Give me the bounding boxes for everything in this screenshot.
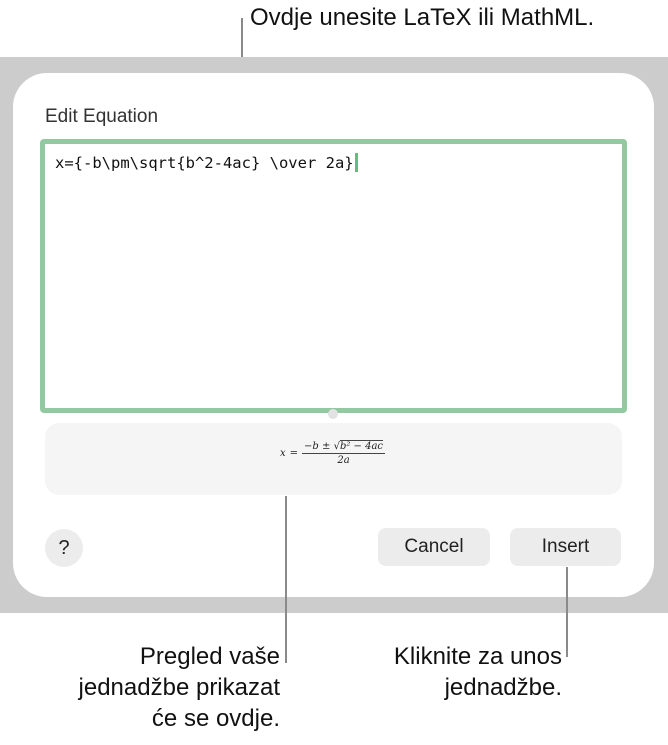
equation-preview: x = −b ± √b² − 4ac 2a — [45, 423, 622, 495]
text-caret — [354, 153, 358, 172]
formula-lhs: x — [280, 448, 286, 459]
callout-editor-text: Ovdje unesite LaTeX ili MathML. — [250, 4, 595, 31]
sqrt-content: b² − 4ac — [339, 440, 384, 452]
resize-handle[interactable] — [328, 409, 338, 419]
numerator-prefix: −b ± — [304, 441, 334, 452]
formula-fraction: −b ± √b² − 4ac 2a — [302, 440, 386, 466]
equation-input-text[interactable]: x={-b\pm\sqrt{b^2-4ac} \over 2a} — [55, 153, 358, 172]
equation-input-value: x={-b\pm\sqrt{b^2-4ac} \over 2a} — [55, 154, 354, 172]
callout-preview-text: Pregled vaše jednadžbe prikazat će se ov… — [79, 641, 280, 734]
rendered-formula: x = −b ± √b² − 4ac 2a — [280, 440, 386, 466]
callout-insert-text: Kliknite za unos jednadžbe. — [394, 641, 562, 703]
equation-input[interactable]: x={-b\pm\sqrt{b^2-4ac} \over 2a} — [40, 139, 627, 413]
help-button[interactable]: ? — [45, 529, 83, 567]
callout-insert-line-1: Kliknite za unos — [393, 643, 562, 670]
callout-insert-line-2: jednadžbe. — [444, 674, 562, 701]
insert-button[interactable]: Insert — [510, 528, 621, 566]
formula-denominator: 2a — [337, 455, 350, 466]
sqrt-icon: √ — [333, 441, 340, 452]
cancel-button[interactable]: Cancel — [378, 528, 490, 566]
formula-numerator: −b ± √b² − 4ac — [302, 440, 386, 454]
callout-preview-line-2: jednadžbe prikazat — [78, 674, 280, 701]
callout-insert-line — [566, 567, 568, 657]
callout-preview-line — [285, 496, 287, 663]
formula-equals: = — [289, 448, 299, 459]
dialog-title: Edit Equation — [45, 106, 159, 127]
callout-preview-line-3: će se ovdje. — [151, 705, 280, 732]
callout-preview-line-1: Pregled vaše — [139, 643, 280, 670]
